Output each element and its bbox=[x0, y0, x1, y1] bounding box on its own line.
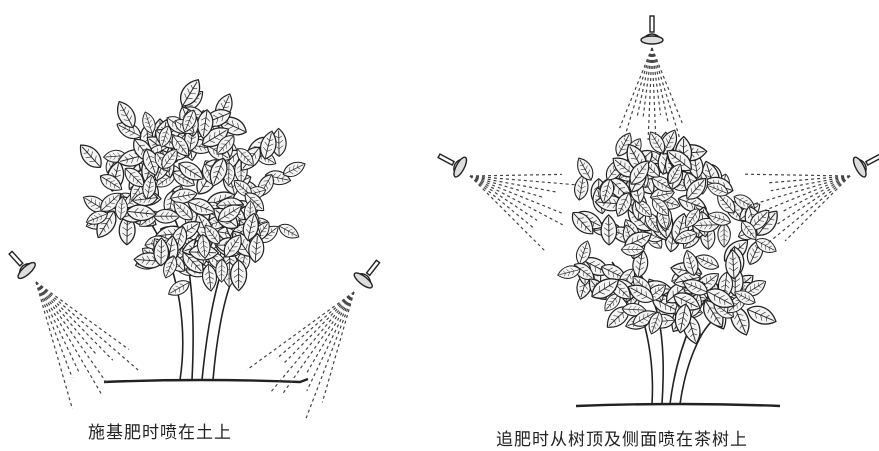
ground-line bbox=[575, 402, 781, 408]
left-panel bbox=[1, 74, 388, 419]
spray-line bbox=[469, 175, 538, 221]
right-panel bbox=[433, 15, 879, 408]
spray-line bbox=[469, 175, 544, 199]
spray-line bbox=[35, 281, 73, 378]
spray-line bbox=[35, 281, 114, 361]
spray-line bbox=[469, 175, 557, 193]
spray-line bbox=[305, 291, 355, 419]
spray-nozzle-icon bbox=[351, 254, 388, 292]
leaf-icon bbox=[600, 214, 618, 246]
spray-line bbox=[651, 47, 683, 124]
spray-line bbox=[305, 291, 355, 376]
spray-line bbox=[642, 47, 653, 119]
spray-lines-right bbox=[469, 47, 851, 252]
spray-line bbox=[624, 47, 653, 138]
spray-line bbox=[766, 175, 851, 245]
spray-line bbox=[469, 175, 563, 214]
spray-line bbox=[757, 175, 851, 214]
spray-line bbox=[469, 175, 534, 229]
tea-bush-crown-right bbox=[555, 126, 784, 347]
spray-line bbox=[306, 291, 355, 392]
spray-nozzle-icon bbox=[640, 15, 664, 45]
spray-line bbox=[35, 281, 80, 374]
spray-line bbox=[35, 281, 109, 385]
spray-line bbox=[776, 175, 851, 225]
spray-line bbox=[469, 175, 546, 252]
spray-line bbox=[35, 281, 139, 371]
spray-line bbox=[35, 281, 103, 396]
spray-line bbox=[35, 281, 98, 357]
spray-line bbox=[770, 175, 851, 192]
leaf-icon bbox=[717, 222, 731, 248]
spray-line bbox=[269, 291, 355, 394]
leaf-icon bbox=[229, 259, 248, 292]
caption-base-fertilizer: 施基肥时喷在土上 bbox=[88, 423, 232, 443]
spray-nozzle-icon bbox=[433, 145, 470, 180]
spray-line bbox=[651, 47, 662, 116]
spray-line bbox=[781, 175, 851, 213]
spray-line bbox=[768, 175, 851, 184]
spray-line bbox=[744, 173, 851, 177]
spray-nozzle-icon bbox=[850, 145, 879, 180]
spray-line bbox=[651, 47, 657, 136]
spray-line bbox=[651, 47, 669, 124]
leaf-icon bbox=[275, 220, 303, 243]
spray-line bbox=[469, 175, 578, 186]
spray-lines-left bbox=[35, 281, 355, 419]
ground-line bbox=[103, 377, 309, 384]
leaf-icon bbox=[74, 139, 107, 173]
spray-line bbox=[35, 281, 73, 410]
spray-line bbox=[651, 47, 681, 139]
spray-line bbox=[246, 291, 355, 371]
spray-line bbox=[283, 291, 355, 365]
spray-nozzle-icon bbox=[1, 244, 39, 282]
spray-line bbox=[469, 175, 563, 226]
spray-line bbox=[619, 47, 653, 129]
spray-line bbox=[469, 173, 562, 177]
tea-bush-crown-left bbox=[74, 74, 309, 301]
spray-line bbox=[321, 291, 355, 403]
spray-line bbox=[276, 291, 355, 360]
spray-line bbox=[281, 291, 355, 395]
spray-line bbox=[35, 281, 130, 350]
caption-top-dressing: 追肥时从树顶及侧面喷在茶树上 bbox=[496, 430, 748, 450]
